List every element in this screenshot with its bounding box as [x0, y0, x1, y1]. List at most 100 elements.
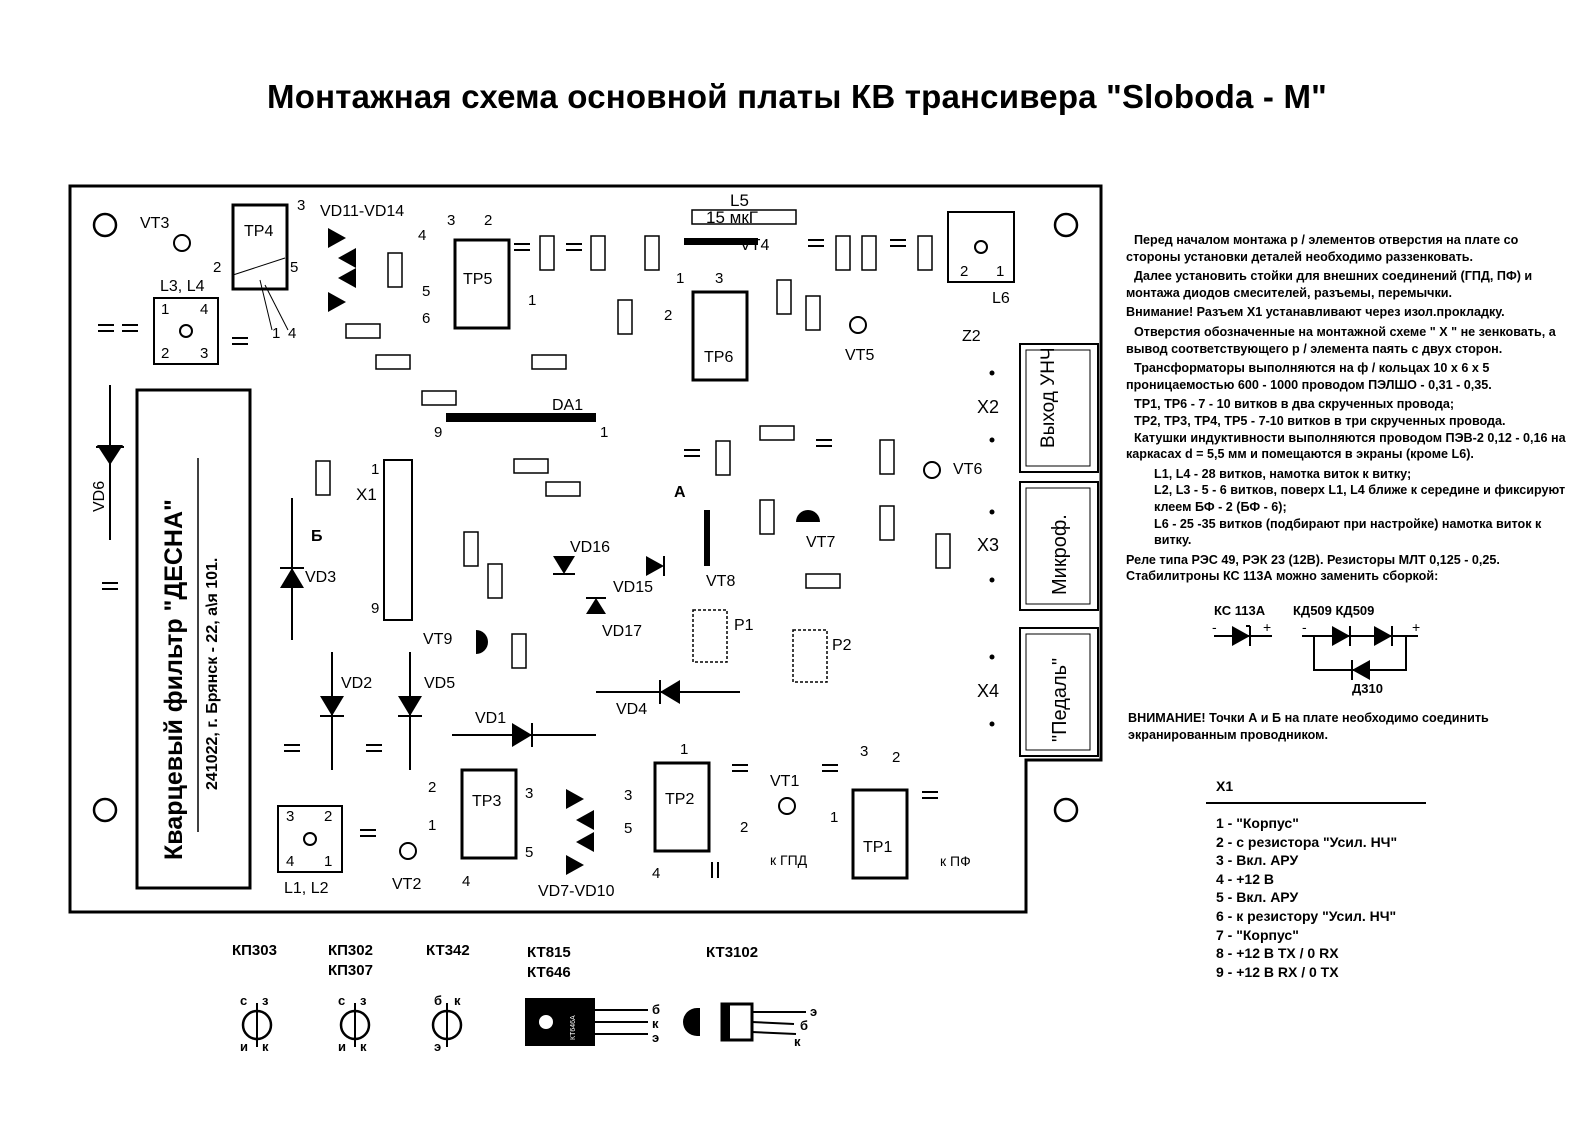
svg-text:L6: L6 [992, 290, 1010, 307]
svg-text:1: 1 [830, 809, 838, 826]
x1-pin: 2 - с резистора "Усил. НЧ" [1216, 833, 1398, 850]
svg-text:VT6: VT6 [953, 461, 982, 478]
svg-text:2: 2 [892, 749, 900, 766]
svg-text:1: 1 [528, 292, 536, 309]
svg-text:ТР1: ТР1 [863, 839, 892, 856]
svg-text:2: 2 [484, 212, 492, 229]
svg-text:X4: X4 [977, 681, 999, 701]
x1-pin: 8 - +12 В ТХ / 0 RX [1216, 945, 1339, 962]
note: Внимание! Разъем X1 устанавливают через … [1126, 305, 1505, 320]
svg-text:1: 1 [996, 263, 1004, 280]
svg-text:2: 2 [213, 259, 221, 276]
package-kp303: КП303 с з и к [232, 942, 277, 1054]
x1-pinout-list: 1 - "Корпус" 2 - с резистора "Усил. НЧ" … [1216, 814, 1397, 981]
package-kp302: КП302 КП307 с з и к [328, 942, 373, 1054]
svg-text:к: к [262, 1039, 269, 1054]
svg-text:VD4: VD4 [616, 701, 647, 718]
svg-text:з: з [360, 993, 367, 1008]
svg-text:3: 3 [715, 270, 723, 287]
svg-text:1: 1 [161, 301, 169, 318]
svg-text:X3: X3 [977, 535, 999, 555]
board-outline [68, 184, 1103, 914]
svg-text:КТ646: КТ646 [527, 964, 571, 981]
svg-text:VD11-VD14: VD11-VD14 [320, 203, 404, 220]
svg-text:КТ3102: КТ3102 [706, 944, 758, 961]
note: L1, L4 - 28 витков, намотка виток к витк… [1154, 466, 1412, 481]
transformer-tp3: ТР3 21 354 [428, 768, 533, 890]
svg-text:5: 5 [290, 259, 298, 276]
diode-bridge-vd11-vd14: VD11-VD14 [320, 203, 404, 312]
svg-text:э: э [810, 1004, 817, 1019]
svg-text:VT5: VT5 [845, 347, 874, 364]
svg-text:КП302: КП302 [328, 942, 373, 959]
svg-text:э: э [652, 1030, 659, 1045]
svg-text:VD5: VD5 [424, 675, 455, 692]
svg-text:б: б [800, 1018, 808, 1033]
filter-title: Кварцевый фильтр "ДЕСНА" [160, 499, 188, 860]
svg-text:4: 4 [462, 873, 470, 890]
svg-text:1: 1 [676, 270, 684, 287]
svg-text:1: 1 [680, 741, 688, 758]
note: ТР1, ТР6 - 7 - 10 витков в два скрученны… [1134, 397, 1455, 412]
diode-vd4: VD4 [596, 680, 740, 718]
x1-pin: 7 - "Корпус" [1216, 926, 1299, 943]
note: Отверстия обозначенные на монтажной схем… [1126, 324, 1556, 356]
svg-text:ТР3: ТР3 [472, 793, 501, 810]
svg-text:VD1: VD1 [475, 710, 506, 727]
svg-text:VT4: VT4 [740, 237, 769, 254]
to-pf: к ПФ [940, 853, 971, 869]
x1-divider [1206, 802, 1426, 804]
svg-text:КТ646А: КТ646А [570, 1015, 577, 1040]
attention-note: ВНИМАНИЕ! Точки А и Б на плате необходим… [1128, 711, 1489, 742]
x1-pin: 4 - +12 В [1216, 870, 1274, 887]
svg-text:6: 6 [422, 310, 430, 327]
diode-bridge-vd7-vd10: VD7-VD10 [538, 789, 615, 900]
svg-text:X2: X2 [977, 397, 999, 417]
svg-text:3: 3 [447, 212, 455, 229]
to-gpd: к ГПД [770, 852, 808, 868]
note: Трансформаторы выполняются на ф / кольца… [1126, 361, 1492, 392]
note: ТР2, ТР3, ТР4, ТР5 - 7-10 витков в три с… [1134, 413, 1506, 428]
relay-p1: P1 [692, 609, 754, 663]
note: Катушки индуктивности выполняются провод… [1126, 430, 1566, 462]
page-title: Монтажная схема основной платы КВ транси… [267, 78, 1327, 115]
diode-vd16: VD16 [553, 539, 610, 575]
point-a: А [674, 484, 686, 501]
svg-text:L5: L5 [730, 191, 749, 210]
svg-text:ТР4: ТР4 [244, 223, 273, 240]
svg-text:ТР6: ТР6 [704, 349, 733, 366]
transistor-vt7: VT7 [796, 510, 835, 551]
mounting-hole [1053, 797, 1079, 823]
header-x1: X1 19 [356, 459, 413, 621]
svg-text:КД509 КД509: КД509 КД509 [1293, 603, 1374, 618]
svg-text:з: з [262, 993, 269, 1008]
relay-p2: P2 [792, 629, 852, 683]
svg-text:X1: X1 [356, 485, 377, 504]
svg-text:+: + [1263, 619, 1271, 635]
svg-text:VT7: VT7 [806, 534, 835, 551]
note: Перед началом монтажа р / элементов отве… [1126, 233, 1519, 264]
transistor-vt8: VT8 [704, 510, 735, 590]
note: L2, L3 - 5 - 6 витков, поверх L1, L4 бли… [1154, 483, 1566, 514]
svg-text:VD3: VD3 [305, 569, 336, 586]
svg-text:и: и [338, 1039, 346, 1054]
svg-text:к: к [454, 993, 461, 1008]
transistor-vt4: VT4 [740, 237, 769, 254]
filter-address: 241022, г. Брянск - 22, а\я 101. [204, 558, 221, 790]
transistor-vt2: VT2 [392, 842, 421, 893]
x1-pin: 3 - Вкл. АРУ [1216, 852, 1299, 869]
svg-text:4: 4 [200, 301, 208, 318]
svg-text:4: 4 [418, 227, 426, 244]
svg-text:4: 4 [288, 325, 296, 342]
svg-text:VD15: VD15 [613, 579, 653, 596]
svg-text:DA1: DA1 [552, 397, 583, 414]
